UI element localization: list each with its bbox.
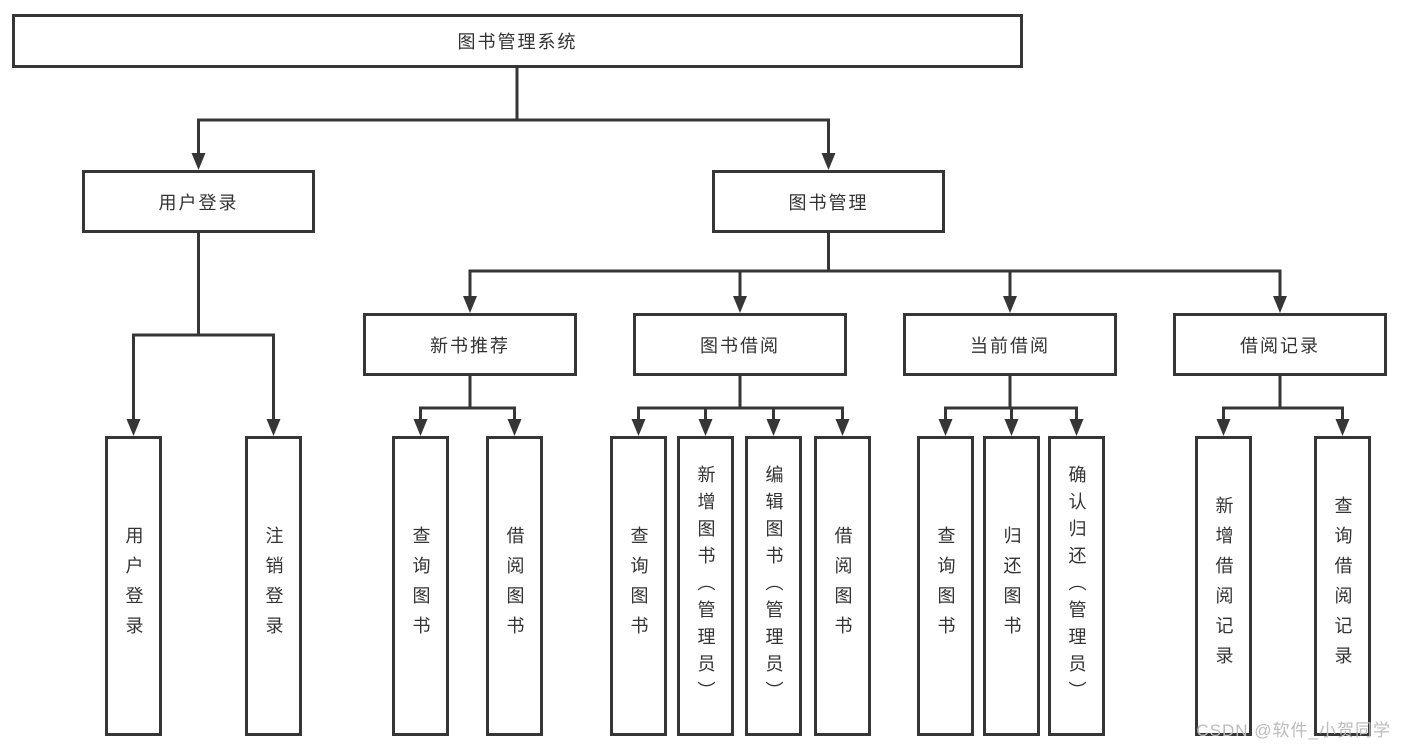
- arrow-icon: [835, 419, 850, 436]
- leaf-label: 借阅图书: [504, 526, 525, 646]
- leaf-label: 借阅图书: [832, 526, 853, 646]
- leaf-label: 查询借阅记录: [1332, 496, 1353, 676]
- leaf-add-borrow-record: 新增借阅记录: [1195, 436, 1252, 736]
- connector-user-login-branch: [132, 231, 275, 426]
- leaf-confirm-return-admin: 确认归还（管理员）: [1048, 436, 1105, 736]
- leaf-label: 查询图书: [628, 526, 649, 646]
- connector-new-book-branch: [419, 374, 516, 426]
- leaf-edit-book-admin: 编辑图书（管理员）: [745, 436, 802, 736]
- leaf-label: 新增借阅记录: [1213, 496, 1234, 676]
- leaf-label: 确认归还（管理员）: [1066, 464, 1087, 708]
- arrow-icon: [413, 419, 428, 436]
- leaf-return-book: 归还图书: [983, 436, 1040, 736]
- arrow-icon: [698, 419, 713, 436]
- arrow-icon: [766, 419, 781, 436]
- arrow-icon: [1004, 419, 1019, 436]
- arrow-icon: [733, 296, 747, 313]
- node-library-system: 图书管理系统: [12, 14, 1023, 68]
- arrow-icon: [126, 419, 141, 436]
- arrow-icon: [1216, 419, 1231, 436]
- arrow-icon: [191, 153, 206, 170]
- arrow-icon: [507, 419, 522, 436]
- arrow-icon: [631, 419, 646, 436]
- leaf-label: 注销登录: [263, 526, 284, 646]
- node-book-management: 图书管理: [712, 170, 945, 233]
- arrow-icon: [266, 419, 281, 436]
- node-book-borrow: 图书借阅: [633, 313, 847, 376]
- connector-book-borrow-branch: [637, 374, 844, 426]
- connector-book-management-branch: [468, 231, 1282, 303]
- connector-root-to-level2: [197, 66, 830, 160]
- leaf-label: 新增图书（管理员）: [695, 464, 716, 708]
- arrow-icon: [938, 419, 953, 436]
- arrow-icon: [463, 296, 477, 313]
- arrow-icon: [821, 153, 836, 170]
- leaf-query-borrow-record: 查询借阅记录: [1314, 436, 1371, 736]
- leaf-label: 查询图书: [410, 526, 431, 646]
- connector-segments: [132, 66, 1344, 426]
- arrowheads: [126, 153, 1350, 436]
- leaf-borrow-book-1: 借阅图书: [486, 436, 543, 736]
- connector-current-borrow-branch: [944, 374, 1078, 426]
- leaf-logout: 注销登录: [245, 436, 302, 736]
- leaf-query-book-2: 查询图书: [610, 436, 667, 736]
- leaf-add-book-admin: 新增图书（管理员）: [677, 436, 734, 736]
- leaf-query-book-3: 查询图书: [917, 436, 974, 736]
- leaf-query-book-1: 查询图书: [392, 436, 449, 736]
- connector-borrow-records-branch: [1222, 374, 1344, 426]
- node-borrow-records: 借阅记录: [1173, 313, 1387, 376]
- arrow-icon: [1335, 419, 1350, 436]
- leaf-label: 归还图书: [1001, 526, 1022, 646]
- node-user-login: 用户登录: [82, 170, 315, 233]
- arrow-icon: [1003, 296, 1017, 313]
- leaf-borrow-book-2: 借阅图书: [814, 436, 871, 736]
- leaf-label: 查询图书: [935, 526, 956, 646]
- leaf-user-login: 用户登录: [105, 436, 162, 736]
- leaf-label: 编辑图书（管理员）: [763, 464, 784, 708]
- arrow-icon: [1273, 296, 1287, 313]
- node-new-book-recommend: 新书推荐: [363, 313, 577, 376]
- arrow-icon: [1069, 419, 1084, 436]
- node-current-borrow: 当前借阅: [903, 313, 1117, 376]
- leaf-label: 用户登录: [123, 526, 144, 646]
- csdn-watermark: CSDN @软件_小贺同学: [1196, 721, 1391, 740]
